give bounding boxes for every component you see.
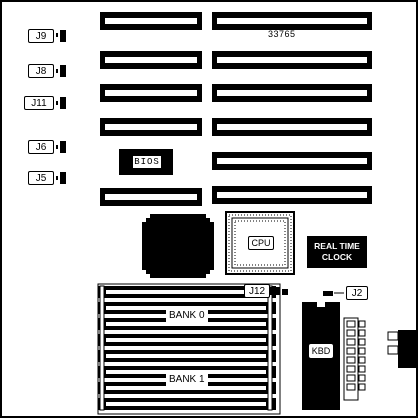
jumper-j9-label: J9: [28, 29, 54, 43]
gate-array-chip: [142, 214, 214, 278]
cpu-label: CPU: [248, 236, 274, 250]
jumper-j5-label: J5: [28, 171, 54, 185]
cpu-package: [225, 211, 295, 275]
j2-pins: [323, 291, 344, 296]
j12-pins: [270, 287, 288, 295]
bank-1-label: BANK 1: [166, 374, 208, 386]
jumper-j6-label: J6: [28, 140, 54, 154]
expansion-slots-left: [100, 12, 202, 206]
left-jumper-pins: [56, 30, 66, 184]
expansion-slots-right: [212, 12, 372, 204]
board-number: 33765: [268, 29, 296, 39]
kbd-label: KBD: [309, 344, 333, 358]
bank-0-label: BANK 0: [166, 310, 208, 322]
rtc-label-line1: REAL TIME: [314, 241, 360, 251]
rtc-label-line2: CLOCK: [321, 252, 353, 262]
jumper-j11-label: J11: [24, 96, 54, 110]
bios-label: BIOS: [133, 156, 161, 168]
real-time-clock-chip: REAL TIME CLOCK: [307, 236, 367, 268]
jumper-j8-label: J8: [28, 64, 54, 78]
jumper-j12-label: J12: [244, 284, 270, 298]
keyboard-connector: [387, 330, 416, 368]
jumper-j2-label: J2: [346, 286, 368, 300]
simm-banks: [97, 283, 281, 415]
resistor-pack: [343, 317, 366, 401]
